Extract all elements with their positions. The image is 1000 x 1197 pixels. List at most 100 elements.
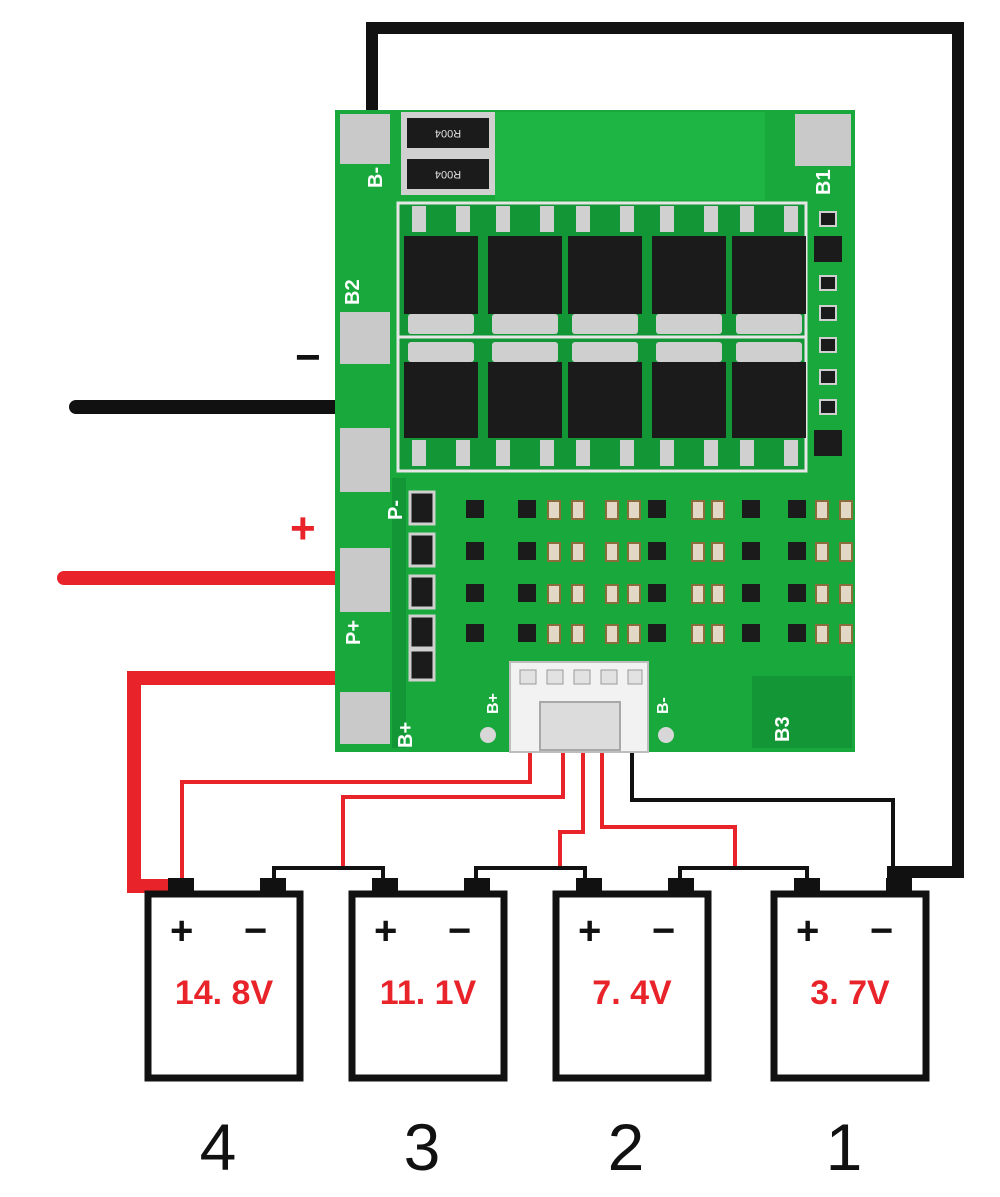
edge-resistor (819, 399, 837, 415)
balance-wire-4 (600, 752, 737, 870)
mosfet-tab (572, 314, 638, 334)
sot-transistor (466, 542, 484, 560)
mosfet-7 (488, 342, 562, 466)
cell-number: 1 (826, 1110, 863, 1184)
cell-2: +−7. 4V2 (552, 878, 712, 1184)
smd-capacitor (815, 542, 829, 562)
balance-pin-5 (627, 669, 643, 685)
smd-capacitor (839, 542, 853, 562)
cell-voltage: 11. 1V (380, 974, 477, 1012)
mosfet-tab (408, 314, 474, 334)
smd-capacitor (571, 584, 585, 604)
mosfet-lead (784, 206, 798, 232)
sot-transistor (788, 500, 806, 518)
sot-transistor (742, 542, 760, 560)
label-b3: B3 (772, 716, 794, 742)
pad-b1 (795, 114, 851, 166)
label-b-minus: B- (365, 167, 387, 188)
smd-capacitor (627, 624, 641, 644)
sot-transistor (648, 542, 666, 560)
smd-capacitor (571, 624, 585, 644)
battery-cells: +−14. 8V4+−11. 1V3+−7. 4V2+−3. 7V1 (144, 878, 930, 1184)
cell-body (770, 890, 930, 1082)
mosfet-lead (704, 206, 718, 232)
sot-transistor (466, 624, 484, 642)
smd-resistor (408, 532, 436, 568)
mosfet-lead (576, 440, 590, 466)
series-link-3-2 (474, 866, 587, 885)
sot-transistor (648, 500, 666, 518)
cell-minus-label: − (244, 909, 267, 953)
mosfet-lead (576, 206, 590, 232)
sot-transistor (466, 584, 484, 602)
mosfet-tab (572, 342, 638, 362)
series-link-2-1 (678, 866, 809, 885)
sot-transistor (742, 500, 760, 518)
smd-capacitor (691, 500, 705, 520)
sot-transistor (518, 624, 536, 642)
cell-plus-terminal (794, 878, 820, 894)
label-b1: B1 (813, 169, 835, 195)
balance-wire-5 (630, 752, 895, 868)
pad-b-plus (340, 692, 390, 744)
cell-body (348, 890, 508, 1082)
mosfet-8 (568, 342, 642, 466)
mosfet-lead (740, 440, 754, 466)
edge-resistor (819, 211, 837, 227)
pcb-top-strip (495, 112, 765, 200)
shunt-resistor-1-mark: R004 (435, 127, 461, 139)
mosfet-lead (704, 440, 718, 466)
bms-board: R004 R004 B- B2 P- P+ B+ B1 B3 (335, 110, 855, 753)
pad-b-minus (340, 114, 390, 164)
mosfet-lead (620, 206, 634, 232)
sot-transistor (648, 624, 666, 642)
smd-capacitor (691, 542, 705, 562)
mosfet-body (488, 362, 562, 438)
cell-number: 3 (404, 1110, 441, 1184)
balance-wires (180, 752, 895, 880)
series-link-4-3 (272, 866, 385, 885)
cell-plus-label: + (578, 909, 601, 953)
mosfet-lead (540, 206, 554, 232)
balance-wire-2 (341, 752, 565, 870)
wire-b-minus-to-cell1 (366, 22, 964, 892)
mosfet-array (404, 206, 806, 466)
cell-minus-label: − (448, 909, 471, 953)
mosfet-tab (492, 342, 558, 362)
mosfet-body (652, 236, 726, 314)
label-connector-b-plus: B+ (485, 693, 502, 714)
mosfet-body (404, 236, 478, 314)
mosfet-2 (488, 206, 562, 334)
smd-capacitor (547, 624, 561, 644)
mosfet-lead (456, 206, 470, 232)
balance-pin-4 (600, 669, 618, 685)
mosfet-9 (652, 342, 726, 466)
smd-capacitor (605, 624, 619, 644)
balance-pin-2 (546, 669, 564, 685)
mosfet-lead (540, 440, 554, 466)
cell-1: +−3. 7V1 (770, 878, 930, 1184)
control-row-4 (408, 614, 853, 650)
mosfet-body (568, 236, 642, 314)
cell-minus-terminal (464, 878, 490, 894)
mosfet-body (488, 236, 562, 314)
edge-resistor (819, 275, 837, 291)
label-b-plus: B+ (395, 722, 417, 748)
sot-transistor (518, 500, 536, 518)
cell-body (144, 890, 304, 1082)
cell-minus-label: − (870, 909, 893, 953)
smd-capacitor (839, 624, 853, 644)
mosfet-3 (568, 206, 642, 334)
smd-capacitor (605, 500, 619, 520)
smd-capacitor (627, 500, 641, 520)
smd-capacitor (711, 542, 725, 562)
edge-resistor (819, 337, 837, 353)
mosfet-4 (652, 206, 726, 334)
sot-transistor (788, 542, 806, 560)
series-links (272, 866, 809, 885)
mosfet-tab (408, 342, 474, 362)
smd-capacitor (691, 624, 705, 644)
main-wires (57, 22, 964, 893)
sot-transistor (788, 624, 806, 642)
